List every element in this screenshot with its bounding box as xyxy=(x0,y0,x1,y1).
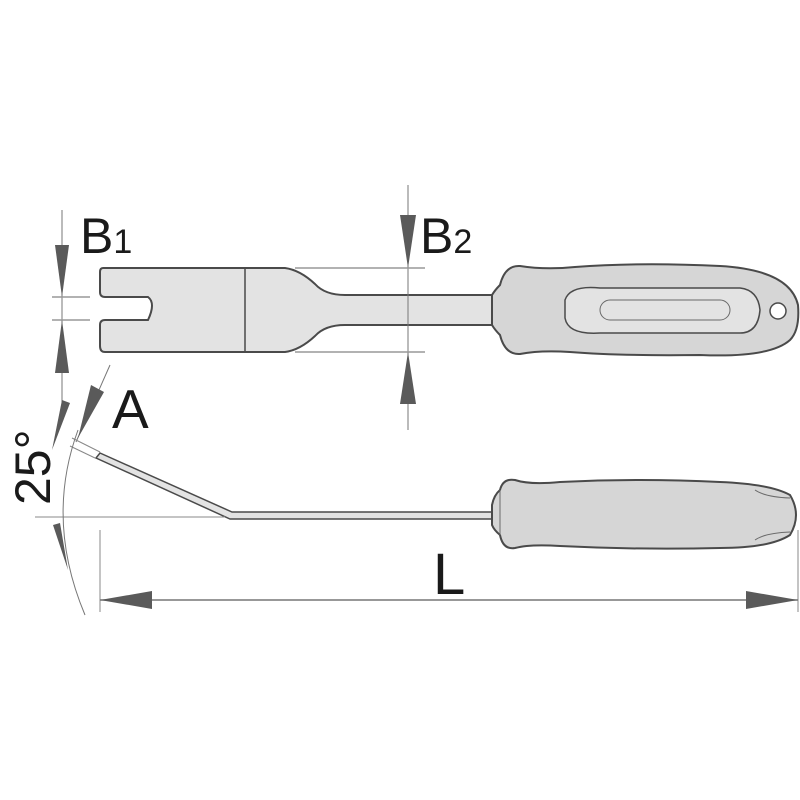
arrow-up-icon xyxy=(400,352,416,404)
fork-blade xyxy=(99,267,493,353)
b1-subscript: 1 xyxy=(113,223,132,261)
angle-dimension: 25° xyxy=(5,400,225,616)
angle-label: 25° xyxy=(5,429,61,505)
arrow-down-icon xyxy=(55,245,69,297)
svg-text:B1: B1 xyxy=(80,208,132,264)
arrow-left-icon xyxy=(100,591,152,609)
arrow-icon xyxy=(52,400,70,450)
arrow-down-icon xyxy=(400,215,416,268)
b2-dimension: B2 xyxy=(295,185,472,430)
length-dimension: L xyxy=(99,530,799,612)
svg-text:B2: B2 xyxy=(420,208,472,264)
top-view-tool xyxy=(99,263,800,357)
a-dimension: A xyxy=(75,364,149,443)
hanging-hole xyxy=(769,302,787,320)
length-label: L xyxy=(433,542,465,607)
arrow-up-icon xyxy=(55,320,69,373)
arrow-icon xyxy=(78,385,104,438)
handle-grip-inner xyxy=(599,299,731,321)
b2-label: B xyxy=(420,208,453,264)
b1-label: B xyxy=(80,208,113,264)
a-label: A xyxy=(112,378,149,440)
bent-shaft xyxy=(94,452,493,520)
b2-subscript: 2 xyxy=(453,223,472,261)
side-view-tool xyxy=(69,437,797,550)
b1-dimension: B1 xyxy=(52,208,132,405)
handle-side xyxy=(491,478,797,550)
handle-grip xyxy=(564,286,761,334)
arrow-icon xyxy=(53,523,68,570)
arrow-right-icon xyxy=(746,591,798,609)
